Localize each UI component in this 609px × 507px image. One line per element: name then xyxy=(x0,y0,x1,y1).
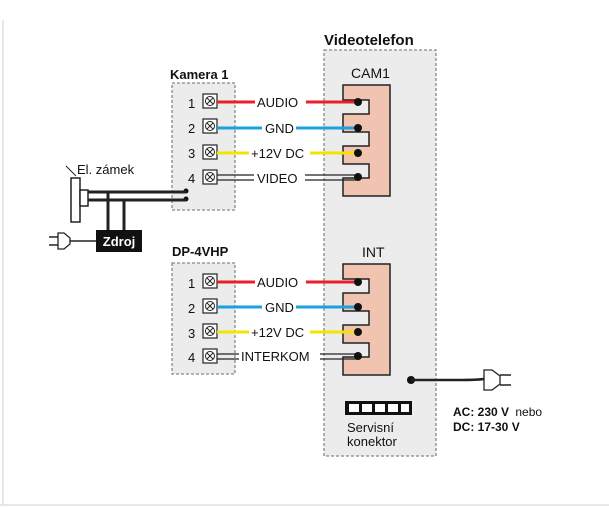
pin-dot xyxy=(354,98,362,106)
screw-terminal-icon xyxy=(202,93,218,109)
int-connector-label: INT xyxy=(362,244,385,260)
screw-terminal-icon xyxy=(202,169,218,185)
camera-wire-label-gnd: GND xyxy=(265,121,294,136)
camera-terminal-number: 3 xyxy=(188,146,195,161)
door-wire-label-power: +12V DC xyxy=(251,325,304,340)
camera-title: Kamera 1 xyxy=(170,67,229,82)
service-port-pins xyxy=(349,404,409,412)
service-label-line2: konektor xyxy=(347,434,398,449)
pin-dot xyxy=(354,124,362,132)
screw-terminal-icon xyxy=(202,144,218,160)
pin-dot xyxy=(354,352,362,360)
service-label-line1: Servisní xyxy=(347,420,394,435)
power-spec-ac-suffix: nebo xyxy=(515,405,542,419)
door-wire-label-interkom: INTERKOM xyxy=(241,349,310,364)
screw-terminal-icon xyxy=(202,298,218,314)
interkom-double-wire xyxy=(217,353,239,360)
mains-cord xyxy=(411,377,485,382)
service-connector: Servisní konektor xyxy=(345,401,412,449)
screw-terminal-icon xyxy=(202,323,218,339)
electric-lock-icon xyxy=(70,177,89,223)
camera-terminal-number: 4 xyxy=(188,171,195,186)
main-power-input: AC: 230 V nebo DC: 17-30 V xyxy=(407,369,542,434)
lock-label-leader xyxy=(65,165,77,177)
power-supply-box xyxy=(96,230,142,252)
cam1-connector: CAM1 xyxy=(342,65,391,197)
pin-dot xyxy=(354,149,362,157)
door-station-title: DP-4VHP xyxy=(172,244,229,259)
video-coax-wire xyxy=(305,174,358,181)
electric-lock-assembly: El. zámek Zdroj xyxy=(49,162,186,252)
screw-terminal-icon xyxy=(202,348,218,364)
camera-wire-label-video: VIDEO xyxy=(257,171,297,186)
screw-terminal-icon xyxy=(202,273,218,289)
door-wire-label-audio: AUDIO xyxy=(257,275,298,290)
pin-dot xyxy=(354,328,362,336)
video-coax-wire xyxy=(217,174,254,181)
door-terminal-number: 3 xyxy=(188,326,195,341)
int-connector: INT xyxy=(342,244,391,376)
power-supply-label: Zdroj xyxy=(103,234,136,249)
camera-box: Kamera 1 xyxy=(170,67,236,211)
int-connector-body xyxy=(342,263,391,376)
camera-wire-label-audio: AUDIO xyxy=(257,95,298,110)
cam1-connector-body xyxy=(342,84,391,197)
power-spec-ac: AC: 230 V nebo xyxy=(453,405,542,419)
videotelefon-title: Videotelefon xyxy=(324,32,414,49)
door-terminal-number: 2 xyxy=(188,301,195,316)
pin-dot xyxy=(354,173,362,181)
door-station-wiring: 1 AUDIO 2 GND 3 +12 xyxy=(188,273,362,365)
screw-terminal-icon xyxy=(202,118,218,134)
pin-dot xyxy=(354,278,362,286)
power-spec-ac-value: AC: 230 V xyxy=(453,405,509,419)
camera-terminal-number: 2 xyxy=(188,121,195,136)
cam1-connector-label: CAM1 xyxy=(351,65,390,81)
plug-icon xyxy=(49,232,71,250)
lock-label: El. zámek xyxy=(77,162,135,177)
door-wire-label-gnd: GND xyxy=(265,300,294,315)
pin-dot xyxy=(354,303,362,311)
camera-terminal-number: 1 xyxy=(188,96,195,111)
plug-icon xyxy=(483,369,511,391)
door-terminal-number: 4 xyxy=(188,350,195,365)
camera-wire-label-power: +12V DC xyxy=(251,146,304,161)
power-spec-dc: DC: 17-30 V xyxy=(453,420,520,434)
interkom-double-wire xyxy=(320,353,358,360)
door-terminal-number: 1 xyxy=(188,276,195,291)
